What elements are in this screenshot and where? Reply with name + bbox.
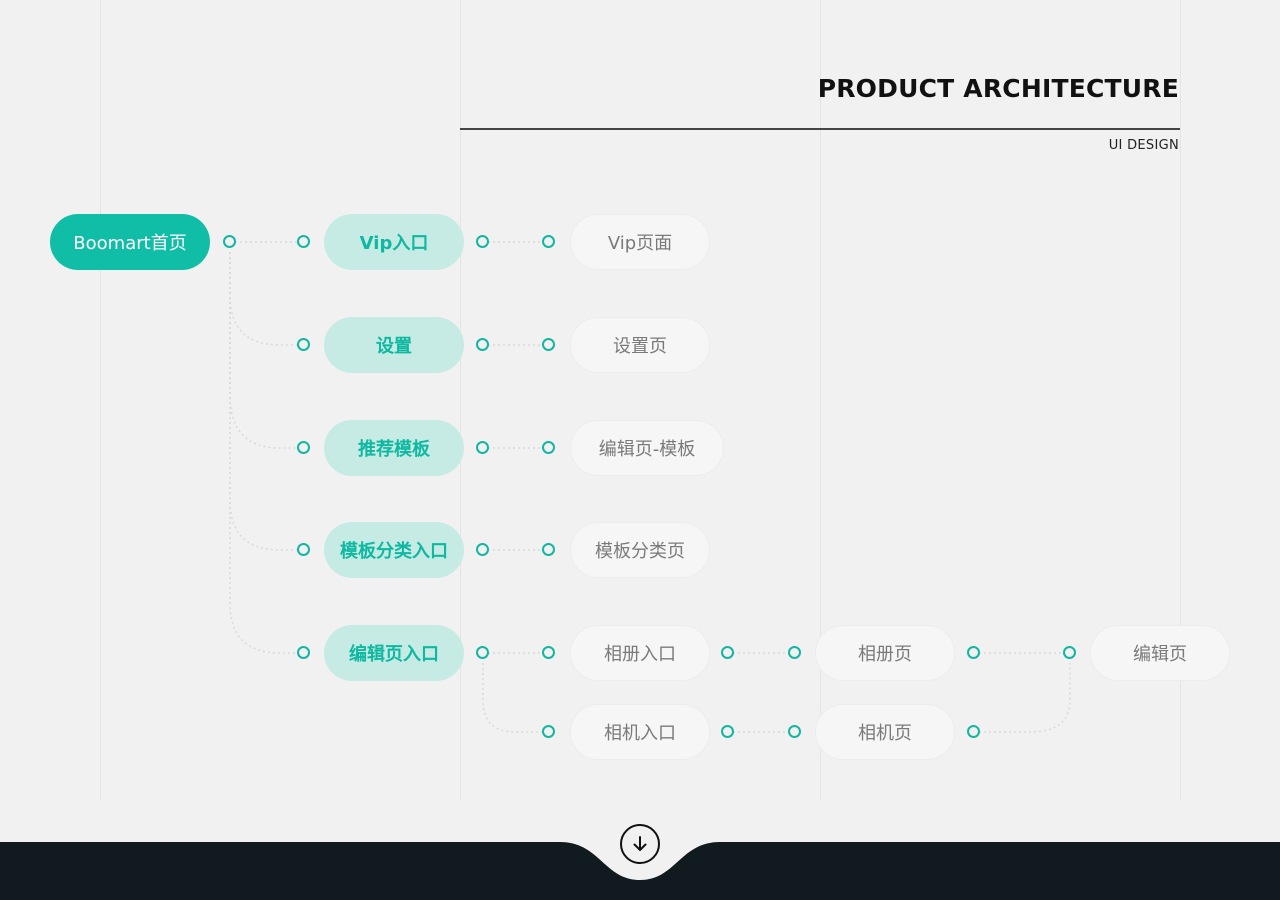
connector-dot [542,646,555,659]
node-recommended-templates[interactable]: 推荐模板 [324,420,464,476]
connector-dot [476,235,489,248]
connector-dot [476,441,489,454]
connector-dot [297,543,310,556]
connector-dot [476,543,489,556]
node-camera-entry[interactable]: 相机入口 [570,704,710,760]
node-edit-page[interactable]: 编辑页 [1090,625,1230,681]
connector-dot [788,646,801,659]
node-root[interactable]: Boomart首页 [50,214,210,270]
footer-bar [0,842,1280,900]
node-edit-entry[interactable]: 编辑页入口 [324,625,464,681]
connector-dot [542,338,555,351]
node-edit-template-page[interactable]: 编辑页-模板 [570,420,724,476]
node-album-page[interactable]: 相册页 [815,625,955,681]
node-settings-page[interactable]: 设置页 [570,317,710,373]
connector-dot [542,235,555,248]
connector-dot [721,725,734,738]
connector-dot [1063,646,1076,659]
connector-dot [223,235,236,248]
node-camera-page[interactable]: 相机页 [815,704,955,760]
connector-dot [297,338,310,351]
page-title: PRODUCT ARCHITECTURE [817,74,1179,103]
connector-lines [229,241,1071,733]
node-vip-page[interactable]: Vip页面 [570,214,710,270]
connector-dot [297,441,310,454]
connector-dot [542,441,555,454]
guide-line [100,0,101,800]
title-divider [460,128,1180,130]
connector-dot [297,235,310,248]
connector-dot [476,338,489,351]
guide-line [1180,0,1181,800]
connector-dot [476,646,489,659]
page-subtitle: UI DESIGN [1108,138,1179,153]
node-settings[interactable]: 设置 [324,317,464,373]
node-template-category-entry[interactable]: 模板分类入口 [324,522,464,578]
connector-dot [967,725,980,738]
connector-dot [297,646,310,659]
connector-dot [967,646,980,659]
connector-dot [542,543,555,556]
arrow-down-icon [633,836,647,851]
guide-line [460,0,461,800]
guide-line [820,0,821,800]
node-vip-entry[interactable]: Vip入口 [324,214,464,270]
connector-dot [721,646,734,659]
connector-dot [542,725,555,738]
node-album-entry[interactable]: 相册入口 [570,625,710,681]
scroll-down-button[interactable] [620,824,660,864]
connector-dot [788,725,801,738]
node-template-category-page[interactable]: 模板分类页 [570,522,710,578]
